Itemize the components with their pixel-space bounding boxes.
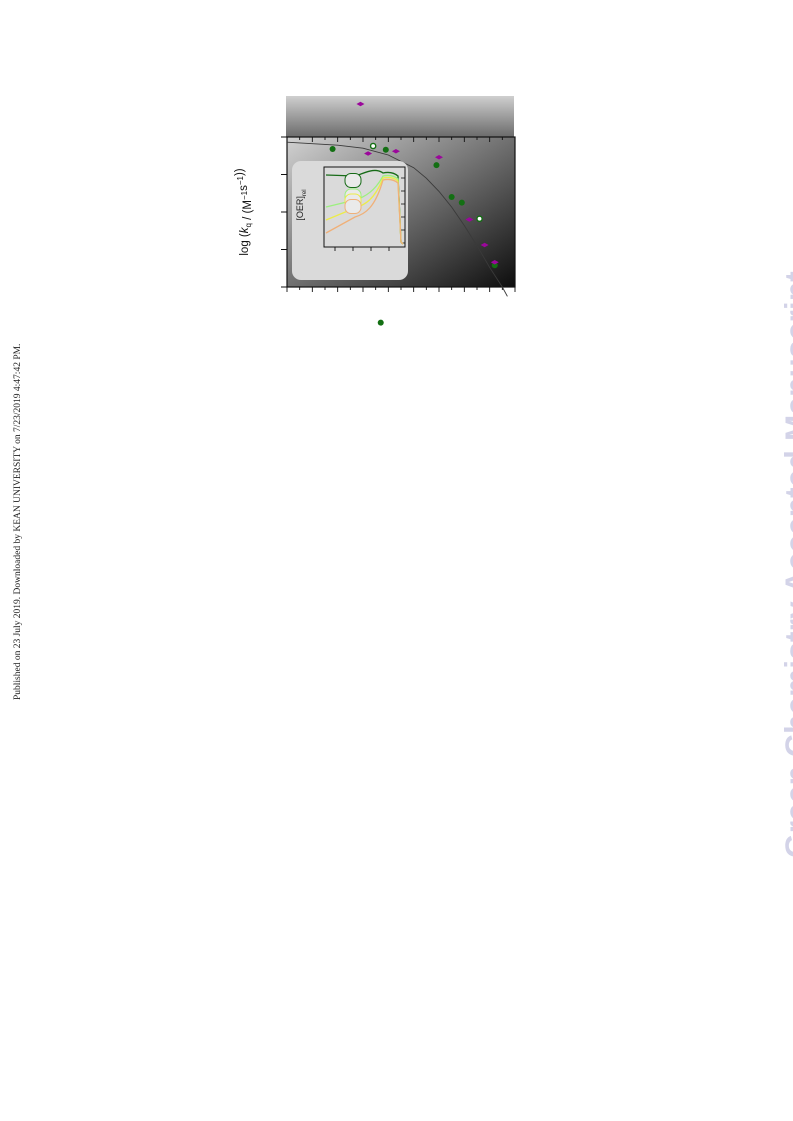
inset-ticks (334, 177, 405, 251)
chart-plot-group (281, 96, 516, 326)
diamond-marker (364, 151, 373, 156)
fit-curve (286, 141, 508, 297)
inset-curve (325, 169, 404, 245)
chart-top-band (286, 96, 514, 137)
inset-panel (292, 161, 408, 280)
inset-curve-label-box (344, 173, 362, 188)
circle-marker (329, 146, 336, 152)
circle-marker (448, 194, 455, 200)
inset-frame (323, 166, 406, 248)
open-circle-marker (369, 142, 377, 150)
circle-marker (377, 319, 384, 326)
circle-marker (458, 199, 465, 206)
inset-y-label: [OER]rel (295, 189, 308, 220)
circle-marker (382, 146, 389, 153)
diamond-marker (356, 101, 365, 107)
inset-curve-label-box (344, 199, 362, 214)
circle-marker (433, 162, 440, 169)
open-circle-marker (476, 215, 483, 223)
axis-ticks (281, 136, 516, 292)
inset-curve (325, 178, 404, 245)
inset-curve (325, 176, 404, 245)
diamond-marker (391, 149, 400, 154)
circle-marker (491, 262, 498, 269)
inset-curve (325, 174, 404, 245)
y-axis-label: log (kq / (M−1s−1)) (234, 168, 254, 255)
inset-curves (325, 169, 404, 245)
diamond-marker (435, 155, 443, 160)
